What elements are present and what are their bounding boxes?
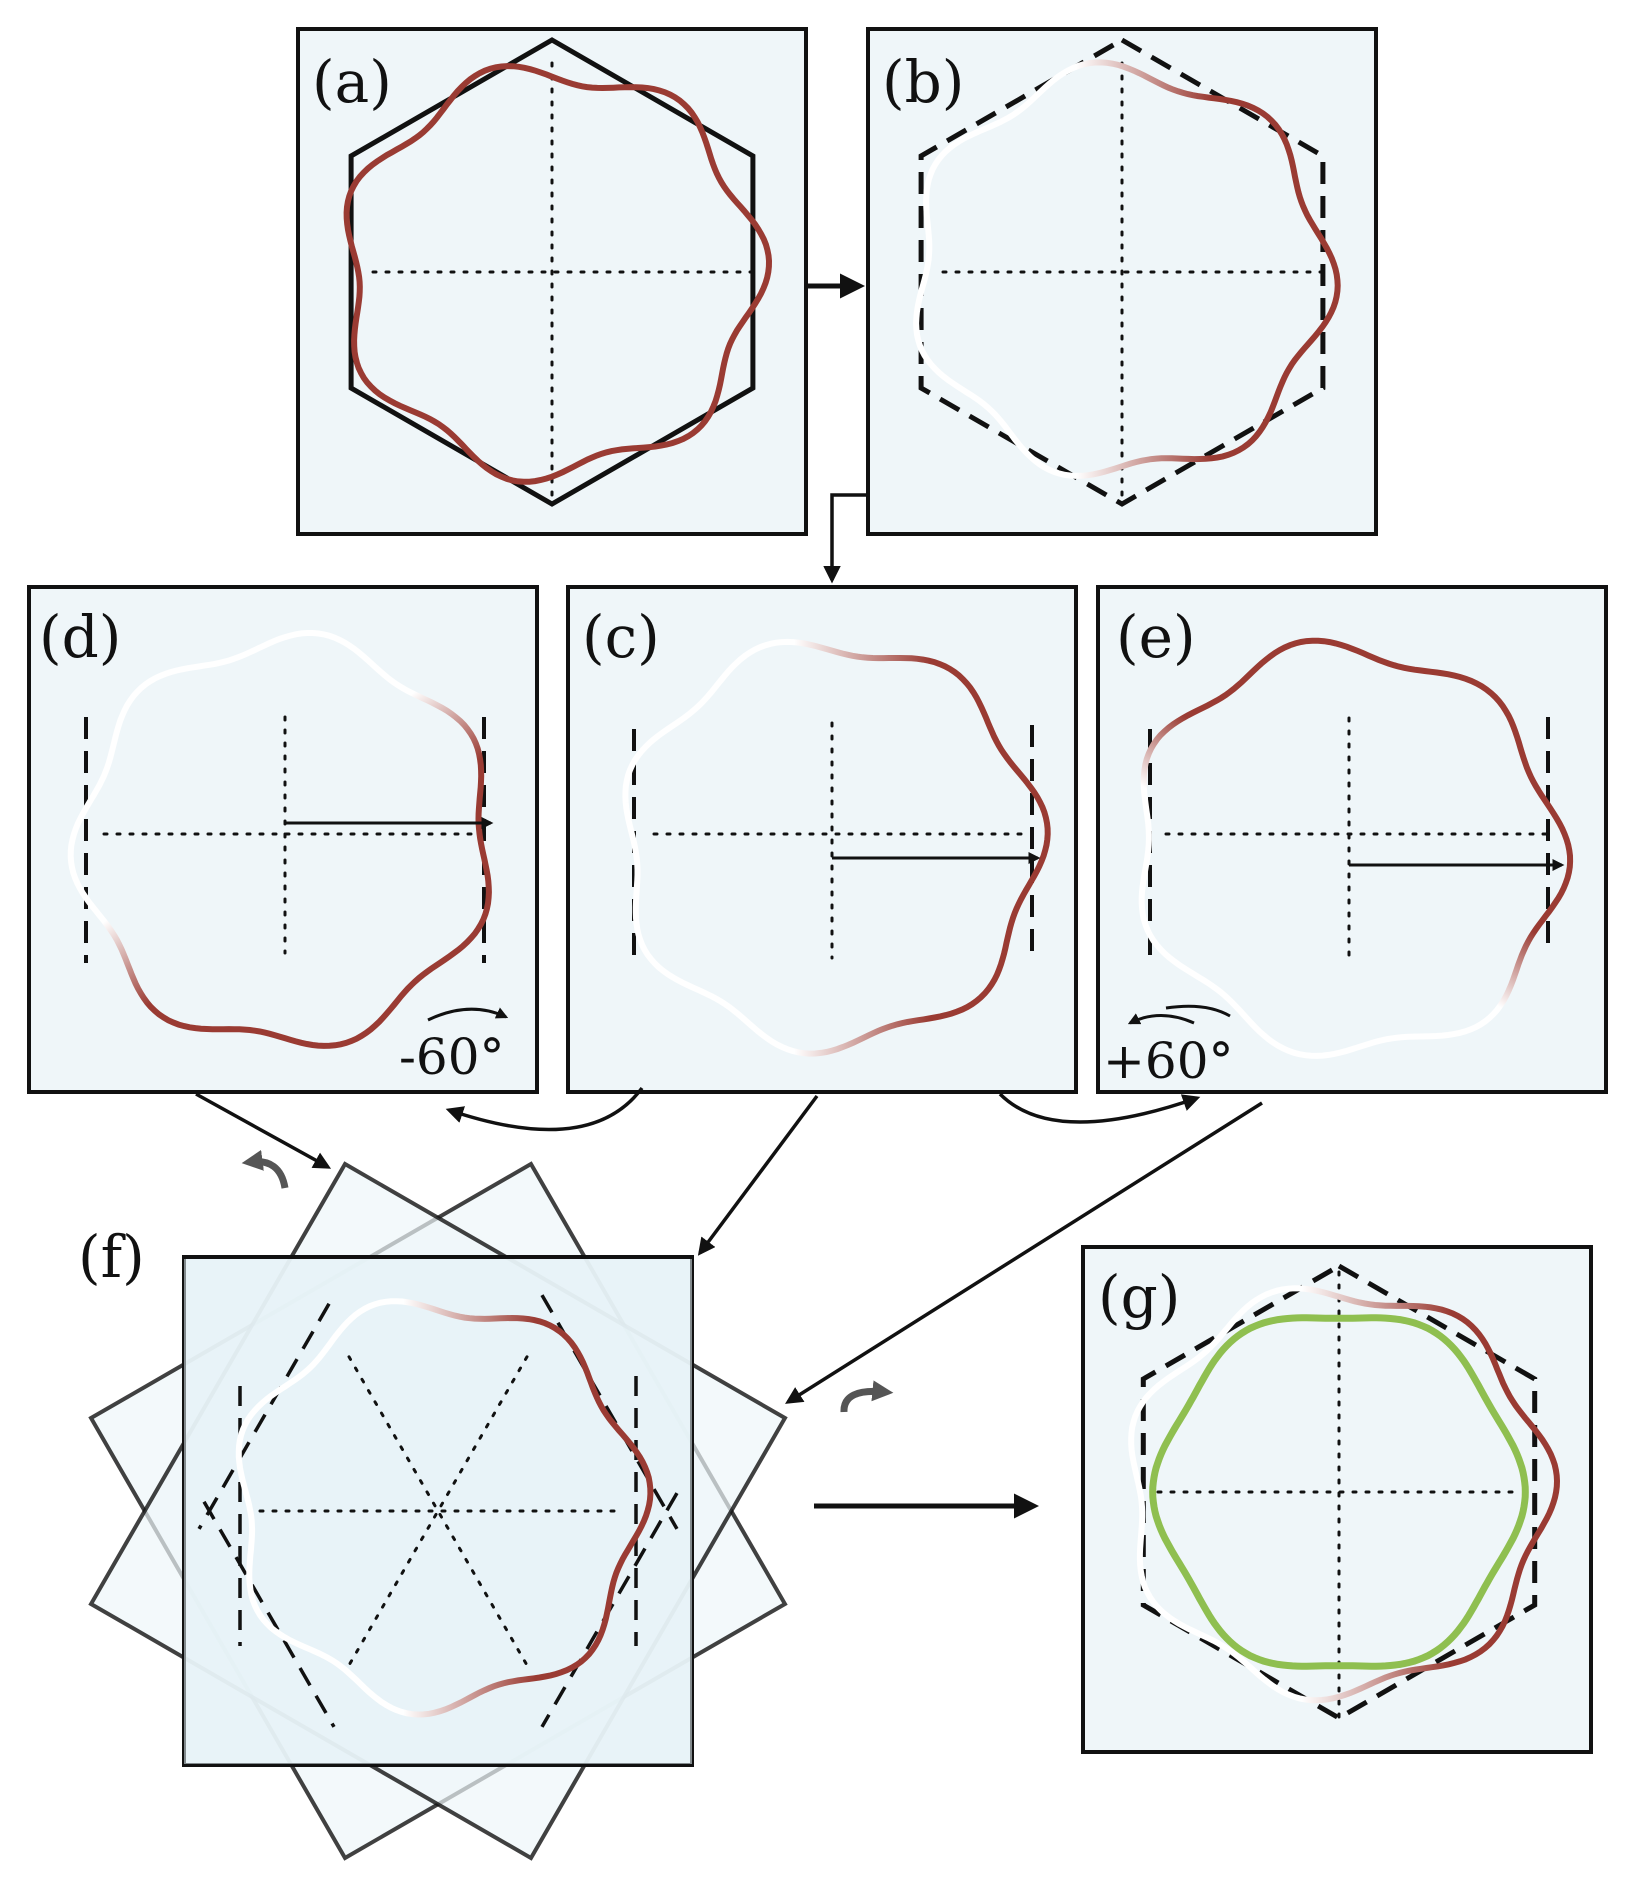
panel-b: (b) xyxy=(866,27,1378,536)
crosshair-axes xyxy=(941,61,1332,502)
rotation-angle-label: +60° xyxy=(1103,1032,1234,1090)
panel-b-label: (b) xyxy=(882,48,964,116)
arrow-b-to-c xyxy=(823,493,868,584)
rotation-arc-arrow xyxy=(427,1007,509,1022)
arrow-c-to-f xyxy=(697,1094,819,1256)
panel-d-label: (d) xyxy=(39,603,121,671)
flow-arrows xyxy=(195,273,1263,1519)
contour-curve xyxy=(1128,1285,1561,1704)
panel-d: -60° (d) xyxy=(27,585,539,1094)
contour-curve xyxy=(1138,637,1574,1059)
panel-c: (c) xyxy=(566,585,1078,1094)
panel-a-frame xyxy=(296,27,808,536)
crosshair-axes xyxy=(102,715,480,955)
panel-f-inner-shade xyxy=(184,1259,692,1764)
arrow-c-to-e xyxy=(998,1092,1201,1124)
panel-c-frame xyxy=(566,585,1078,1094)
curved-arrow-cw-icon xyxy=(840,1380,894,1413)
crosshair-axes xyxy=(371,61,762,502)
contour-curve xyxy=(67,630,492,1049)
panel-b-frame xyxy=(866,27,1378,536)
hexagon-dashed xyxy=(1140,1263,1538,1721)
contour-curve xyxy=(343,63,773,485)
arrow-d-to-f xyxy=(195,1092,332,1169)
contour-curve xyxy=(622,638,1051,1057)
hexagon-dashed xyxy=(918,37,1326,507)
panel-f-label: (f) xyxy=(78,1223,145,1291)
arrow-e-to-f xyxy=(785,1101,1263,1404)
contour-curve xyxy=(235,1298,654,1718)
rotation-arc-arrow xyxy=(1127,1013,1195,1025)
panel-g: (g) xyxy=(1081,1245,1593,1754)
panel-e: +60° (e) xyxy=(1096,585,1608,1094)
panel-a: (a) xyxy=(296,27,808,536)
crosshair-axes xyxy=(1156,1270,1524,1722)
averaged-contour xyxy=(1149,1314,1529,1670)
panel-e-label: (e) xyxy=(1116,603,1196,671)
crosshair-axes xyxy=(1164,716,1548,957)
panel-c-label: (c) xyxy=(582,603,660,671)
contour-curve xyxy=(913,59,1341,479)
panel-g-label: (g) xyxy=(1098,1263,1180,1331)
hexagon-outline xyxy=(348,37,756,507)
panel-d-frame xyxy=(27,585,539,1094)
curved-arrow-ccw-icon xyxy=(241,1149,289,1189)
rotation-angle-label: -60° xyxy=(399,1028,505,1086)
panel-f: (f) xyxy=(78,1149,894,1861)
arrow-c-to-d xyxy=(445,1086,644,1132)
crosshair-axes xyxy=(652,721,1032,960)
panel-a-label: (a) xyxy=(312,48,392,116)
